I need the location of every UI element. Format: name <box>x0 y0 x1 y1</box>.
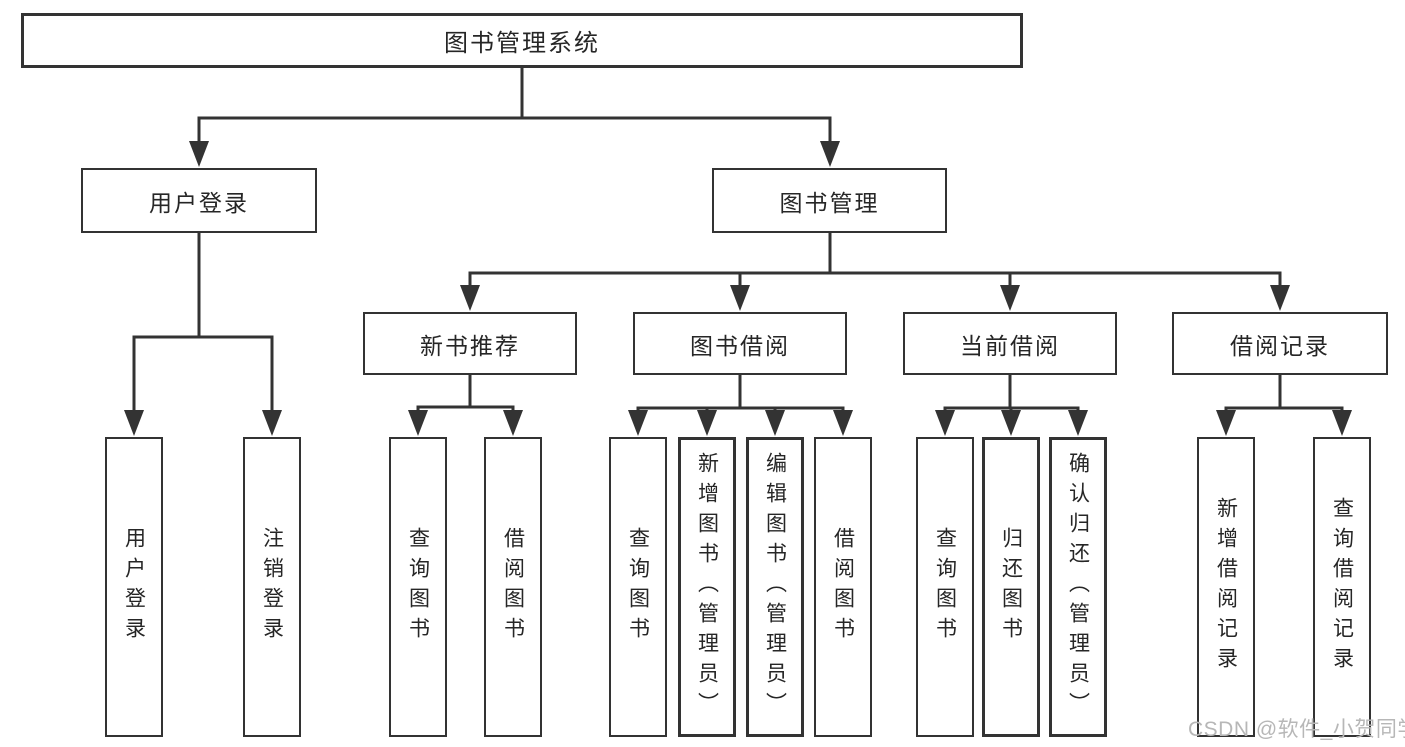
node-label: 图书管理系统 <box>444 30 600 57</box>
node-label: 用户登录 <box>149 189 249 216</box>
node-borrowing-records: 借阅记录 <box>1172 312 1388 375</box>
node-label: 查询图书 <box>406 527 430 647</box>
node-new-book-recommend: 新书推荐 <box>363 312 577 375</box>
node-label: 借阅记录 <box>1230 332 1330 359</box>
leaf-confirm-return-admin: 确认归还（管理员） <box>1049 437 1107 737</box>
leaf-user-login: 用户登录 <box>105 437 163 737</box>
node-label: 编辑图书（管理员） <box>763 452 787 722</box>
node-label: 查询图书 <box>933 527 957 647</box>
leaf-query-books-current: 查询图书 <box>916 437 974 737</box>
node-label: 查询借阅记录 <box>1330 497 1354 677</box>
leaf-add-book-admin: 新增图书（管理员） <box>678 437 736 737</box>
leaf-borrow-books-recommend: 借阅图书 <box>484 437 542 737</box>
leaf-query-books-borrowing: 查询图书 <box>609 437 667 737</box>
node-user-login: 用户登录 <box>81 168 317 233</box>
leaf-logout: 注销登录 <box>243 437 301 737</box>
node-label: 当前借阅 <box>960 332 1060 359</box>
node-label: 图书管理 <box>779 189 880 216</box>
leaf-edit-book-admin: 编辑图书（管理员） <box>746 437 804 737</box>
node-label: 新增借阅记录 <box>1214 497 1238 677</box>
node-label: 注销登录 <box>260 527 284 647</box>
leaf-borrow-books-borrowing: 借阅图书 <box>814 437 872 737</box>
node-library-management-system: 图书管理系统 <box>21 13 1023 68</box>
node-label: 确认归还（管理员） <box>1066 452 1090 722</box>
node-label: 查询图书 <box>626 527 650 647</box>
leaf-add-borrow-record: 新增借阅记录 <box>1197 437 1255 737</box>
node-label: 借阅图书 <box>831 527 855 647</box>
watermark: CSDN @软件_小贺同学 <box>1188 718 1405 741</box>
node-label: 新书推荐 <box>420 332 520 359</box>
leaf-query-borrow-record: 查询借阅记录 <box>1313 437 1371 737</box>
node-label: 新增图书（管理员） <box>695 452 719 722</box>
node-current-borrowing: 当前借阅 <box>903 312 1117 375</box>
leaf-return-books: 归还图书 <box>982 437 1040 737</box>
node-book-management: 图书管理 <box>712 168 947 233</box>
node-label: 借阅图书 <box>501 527 525 647</box>
node-label: 归还图书 <box>999 527 1023 647</box>
node-book-borrowing: 图书借阅 <box>633 312 847 375</box>
leaf-query-books-recommend: 查询图书 <box>389 437 447 737</box>
node-label: 图书借阅 <box>690 332 790 359</box>
node-label: 用户登录 <box>122 527 146 647</box>
